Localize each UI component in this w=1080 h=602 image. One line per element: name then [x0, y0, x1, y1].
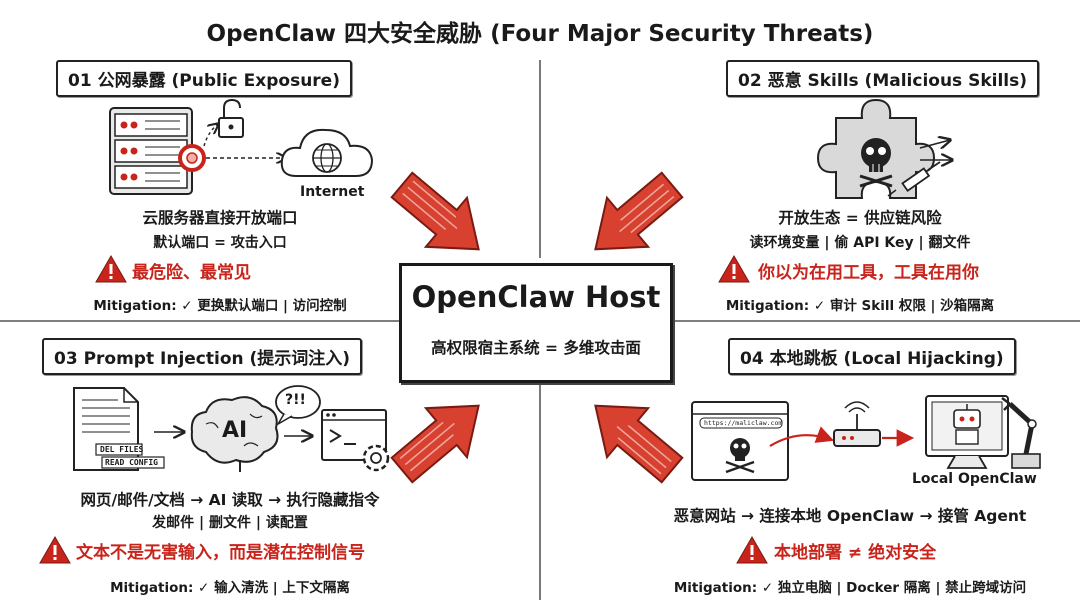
speech-bubble-icon — [275, 385, 321, 427]
threat-tag-malicious-skills: 02 恶意 Skills (Malicious Skills) — [726, 60, 1040, 97]
threat2-line2: 读环境变量 | 偷 API Key | 翻文件 — [749, 235, 971, 251]
browser-skull-icon — [691, 401, 789, 481]
malicious-url: https://maliclaw.com — [704, 419, 783, 427]
ai-label: AI — [222, 418, 248, 443]
threat4-warning: 本地部署 ≠ 绝对安全 — [774, 543, 937, 563]
bubble-label: ?!! — [285, 392, 306, 408]
threat1-line2: 默认端口 = 攻击入口 — [153, 235, 287, 251]
terminal-gear-icon — [321, 409, 390, 472]
threat-tag-public-exposure: 01 公网暴露 (Public Exposure) — [56, 60, 352, 97]
doc-label-read-config: READ CONFIG — [105, 458, 158, 467]
threat4-line1: 恶意网站 → 连接本地 OpenClaw → 接管 Agent — [673, 507, 1027, 525]
internet-label: Internet — [300, 184, 365, 200]
syringe-icon — [887, 161, 941, 197]
robot-arm-icon — [1001, 397, 1041, 469]
router-icon — [833, 401, 881, 447]
threat3-line1: 网页/邮件/文档 → AI 读取 → 执行隐藏指令 — [80, 491, 380, 509]
warning-icon — [39, 535, 71, 564]
threat4-mitigation: Mitigation: ✓ 独立电脑 | Docker 隔离 | 禁止跨域访问 — [673, 580, 1027, 596]
threat3-line2: 发邮件 | 删文件 | 读配置 — [152, 515, 308, 531]
threat3-warning: 文本不是无害输入，而是潜在控制信号 — [76, 543, 365, 563]
robot-monitor-icon — [925, 395, 1009, 469]
warning-icon — [736, 535, 768, 564]
host-subtitle: 高权限宿主系统 = 多维攻击面 — [431, 339, 641, 357]
lock-icon — [218, 98, 244, 138]
arrow-from-q3 — [380, 380, 501, 496]
document-icon — [73, 387, 165, 471]
threat-tag-local-hijacking: 04 本地跳板 (Local Hijacking) — [728, 338, 1016, 375]
doc-label-del-files: DEL FILES — [100, 445, 144, 454]
openclaw-host-box: OpenClaw Host 高权限宿主系统 = 多维攻击面 — [399, 263, 673, 383]
threat-tag-prompt-injection: 03 Prompt Injection (提示词注入) — [42, 338, 363, 375]
threat1-warning: 最危险、最常见 — [132, 263, 251, 283]
threat1-line1: 云服务器直接开放端口 — [142, 209, 298, 227]
threat2-line1: 开放生态 = 供应链风险 — [778, 209, 942, 227]
threat1-mitigation: Mitigation: ✓ 更换默认端口 | 访问控制 — [93, 298, 347, 314]
warning-icon — [718, 254, 750, 283]
cloud-globe-icon — [280, 128, 374, 177]
threat2-mitigation: Mitigation: ✓ 审计 Skill 权限 | 沙箱隔离 — [725, 298, 995, 314]
local-openclaw-label: Local OpenClaw — [912, 471, 1037, 487]
brain-icon — [190, 396, 279, 472]
threat2-warning: 你以为在用工具，工具在用你 — [758, 263, 979, 283]
server-icon — [109, 107, 206, 195]
puzzle-skull-icon — [816, 98, 936, 199]
warning-icon — [95, 254, 127, 283]
host-title: OpenClaw Host — [411, 280, 661, 314]
page-title: OpenClaw 四大安全威胁 (Four Major Security Thr… — [206, 21, 874, 47]
arrow-from-q4 — [573, 380, 694, 496]
threat3-mitigation: Mitigation: ✓ 输入清洗 | 上下文隔离 — [110, 580, 350, 596]
